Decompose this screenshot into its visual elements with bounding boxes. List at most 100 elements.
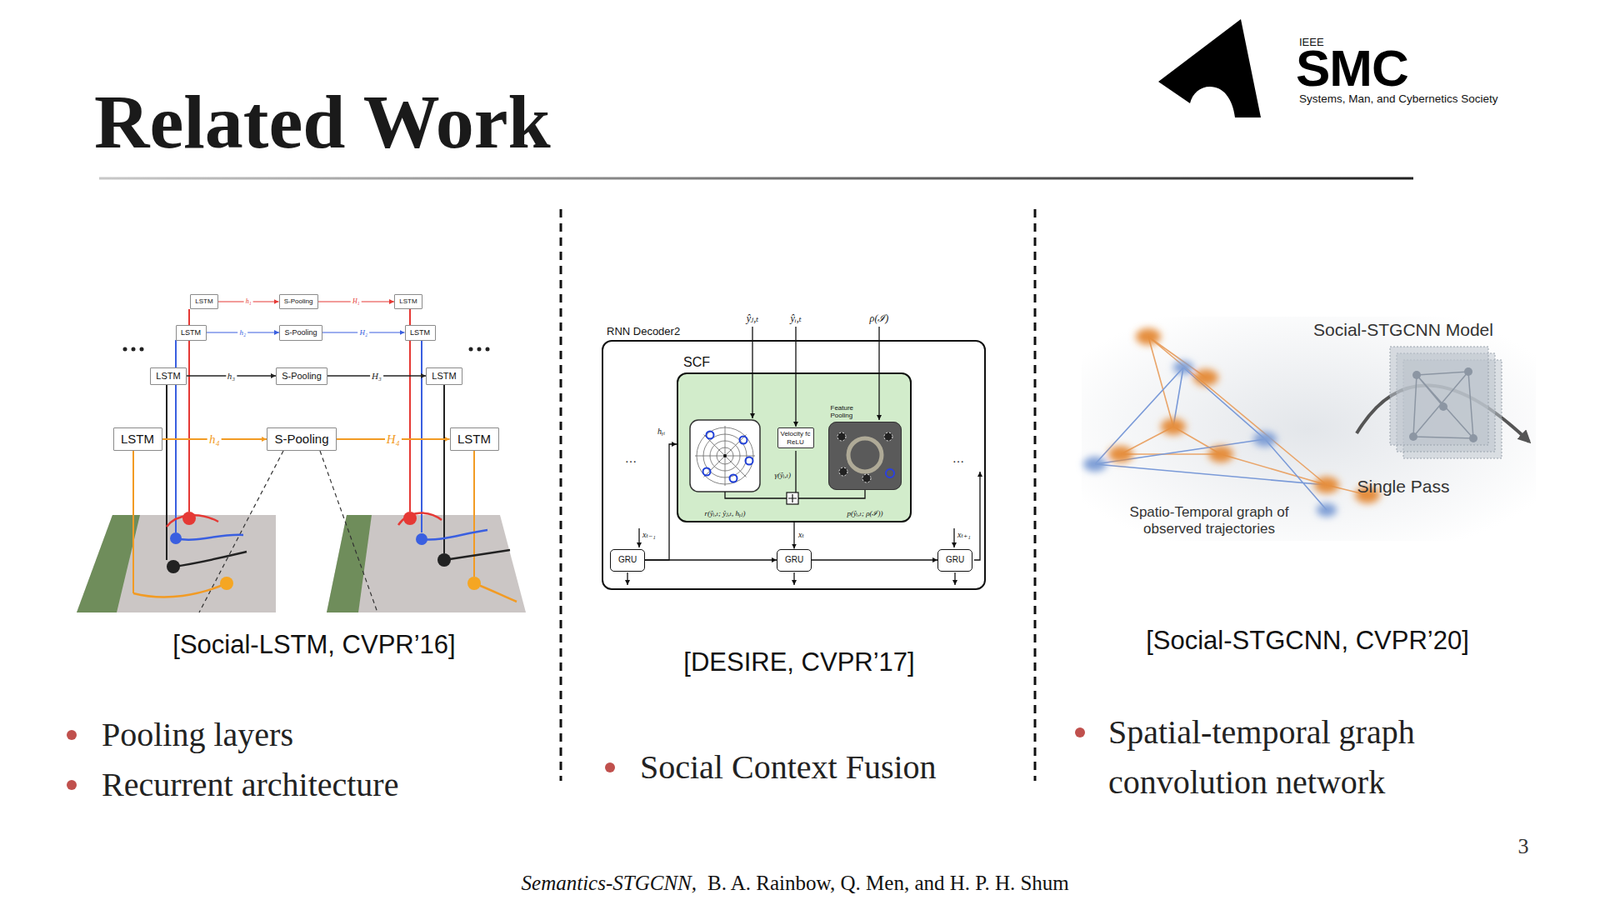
figure-label: Single Pass — [1357, 476, 1450, 497]
ellipsis-dot — [485, 347, 490, 352]
ellipsis-dot — [123, 347, 128, 352]
pedestrian-blob — [1083, 456, 1107, 472]
citation-caption: [DESIRE, CVPR’17] — [683, 647, 915, 678]
pedestrian-blob — [1108, 445, 1134, 463]
lstm-cell: LSTM — [405, 325, 436, 341]
pedestrian-blob — [1316, 503, 1337, 517]
node-text: S-Pooling — [284, 297, 314, 305]
trajectory — [133, 583, 227, 597]
node-heading: Feature Pooling — [830, 404, 871, 420]
bullet-dot — [605, 762, 615, 773]
panel-divider — [560, 209, 563, 781]
projection-line — [320, 450, 378, 613]
pedestrian-blob — [1135, 328, 1161, 345]
connector-arrow — [645, 444, 677, 560]
fusion-wire — [798, 490, 865, 499]
pedestrian-dot — [220, 576, 234, 590]
pedestrian-dot — [182, 511, 196, 525]
lstm-cell: LSTM — [190, 294, 219, 310]
lstm-cell: LSTM — [150, 367, 187, 385]
input-symbol: ŷᵢ,ₜ — [790, 313, 801, 325]
concat-symbol — [788, 494, 797, 503]
pedestrian-dot — [467, 576, 481, 590]
input-symbol: xₜ — [798, 530, 805, 540]
title-rule — [99, 177, 1414, 180]
model-graph-node — [1409, 432, 1418, 441]
bullet-text: Social Context Fusion — [640, 748, 937, 787]
pedestrian-blob — [1253, 431, 1277, 447]
pedestrian-blob — [1314, 476, 1340, 494]
bullet-text: Pooling layers — [101, 715, 294, 755]
society-logo — [1158, 19, 1261, 118]
trajectory — [444, 550, 510, 560]
scene-grass — [326, 515, 372, 613]
edge-label: h₃ — [225, 371, 237, 381]
node-heading: RNN Decoder2 — [606, 325, 680, 339]
scene-grass — [76, 515, 140, 613]
trajectory — [173, 551, 247, 567]
node-text: LSTM — [120, 431, 155, 446]
model-graph-node — [1464, 367, 1473, 376]
recurrent-cell: GRU — [776, 549, 812, 572]
citation-caption: [Social-STGCNN, CVPR’20] — [1145, 625, 1470, 656]
page-number: 3 — [1518, 834, 1530, 860]
input-arrow — [795, 326, 796, 427]
input-symbol: xₜ₋₁ — [642, 530, 656, 540]
input-symbol: ρ(ℐ) — [870, 313, 890, 325]
bullet-text: Spatial-temporal graph convolution netwo… — [1108, 707, 1542, 808]
figure-label: Social-STGCNN Model — [1313, 320, 1494, 340]
pedestrian-blob — [1208, 445, 1234, 463]
node-text: S-Pooling — [274, 431, 329, 446]
state-wire — [443, 385, 445, 554]
lstm-cell: LSTM — [113, 427, 163, 451]
output-arrow — [954, 572, 955, 585]
bullet-dot — [66, 780, 77, 790]
social-pooling-box: S-Pooling — [275, 367, 328, 385]
model-graph-node — [1469, 434, 1478, 443]
feature-point — [884, 432, 893, 441]
edge-label: h₁ — [244, 298, 254, 305]
formula-label: r(ŷᵢ,ₜ; ŷⱼ,ₜ, hᵧⱼ) — [705, 509, 746, 518]
feature-halo — [848, 438, 882, 472]
node-text: LSTM — [457, 431, 491, 446]
node-text: GRU — [945, 555, 965, 565]
pedestrian-blob — [1160, 418, 1186, 435]
ellipsis: … — [952, 452, 965, 466]
neighbor-marker — [730, 475, 738, 483]
social-stgcnn-figure — [1081, 316, 1536, 541]
feature-point — [839, 467, 848, 476]
node-text: LSTM — [399, 297, 417, 305]
bullet-dot — [66, 730, 77, 740]
model-graph-node — [1439, 402, 1448, 411]
feature-point — [885, 469, 895, 478]
pedestrian-dot — [403, 511, 417, 525]
scene-ground — [326, 515, 526, 613]
neighbor-marker — [740, 436, 748, 445]
lstm-cell: LSTM — [394, 294, 423, 310]
trajectory — [421, 530, 488, 540]
pedestrian-blob — [1193, 369, 1219, 386]
social-pooling-box: S-Pooling — [266, 427, 337, 451]
node-heading: SCF — [683, 355, 710, 370]
state-wire — [420, 340, 423, 533]
output-arrow — [974, 471, 980, 560]
output-arrow — [626, 572, 628, 585]
model-graph-node — [1412, 370, 1421, 380]
radial-spokes — [695, 425, 755, 486]
ellipsis-dot — [469, 347, 474, 352]
edge-label: H₁ — [350, 298, 362, 305]
node-text: S-Pooling — [284, 328, 317, 337]
input-arrow — [953, 528, 955, 548]
recurrent-cell: GRU — [937, 549, 973, 572]
fusion-wire — [795, 450, 796, 493]
social-pooling-box: S-Pooling — [279, 294, 319, 310]
node-text: LSTM — [431, 370, 456, 382]
ellipsis-dot — [140, 347, 145, 352]
ellipsis-dot — [131, 347, 136, 352]
state-wire — [165, 385, 168, 560]
feature-pooling-icon: Feature Pooling — [828, 421, 902, 490]
input-symbol: ŷⱼ,ₜ — [746, 313, 759, 325]
graph-edge — [1095, 367, 1327, 510]
fusion-wire — [725, 491, 787, 499]
pedestrian-dot — [170, 532, 182, 545]
